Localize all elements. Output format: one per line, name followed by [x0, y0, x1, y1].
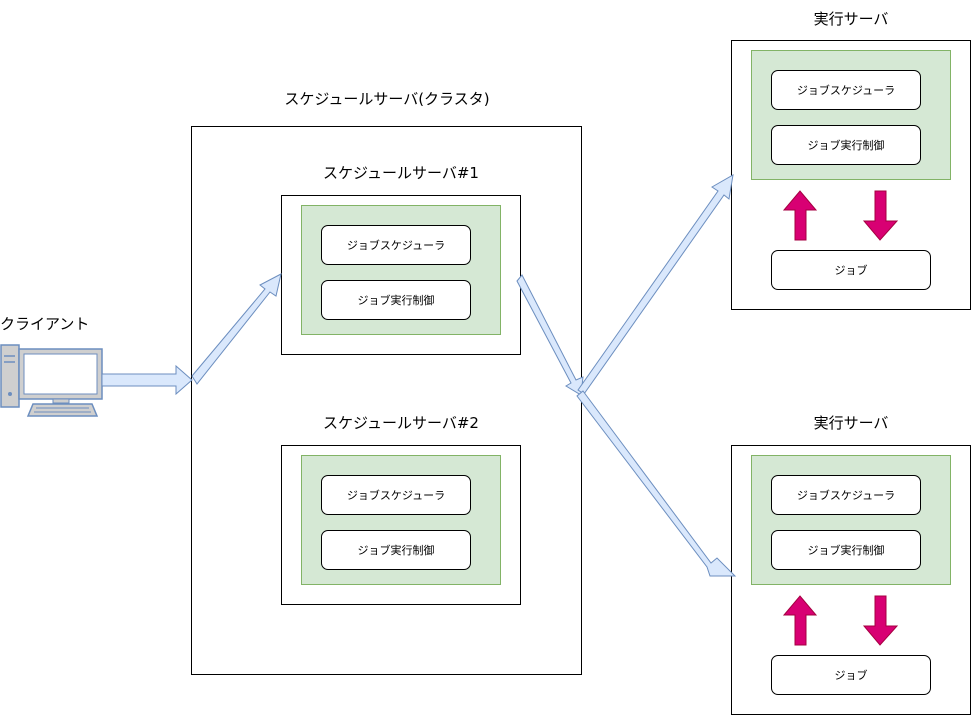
- arrow-client-to-cluster: [101, 364, 193, 396]
- arrow-up-job-exec1: [782, 190, 818, 241]
- exec2-control[interactable]: ジョブ実行制御: [771, 530, 921, 570]
- sched1-label: スケジュールサーバ#1: [323, 164, 479, 182]
- sched1-control[interactable]: ジョブ実行制御: [321, 280, 471, 320]
- exec2-scheduler[interactable]: ジョブスケジューラ: [771, 475, 921, 515]
- arrow-up-job-exec2: [782, 595, 818, 646]
- exec1-label: 実行サーバ: [813, 10, 889, 28]
- exec1-job[interactable]: ジョブ: [771, 250, 931, 290]
- arrow-sched1-to-split: [516, 274, 584, 396]
- sched2-scheduler[interactable]: ジョブスケジューラ: [321, 475, 471, 515]
- exec2-label: 実行サーバ: [813, 414, 889, 432]
- exec2-job[interactable]: ジョブ: [771, 655, 931, 695]
- exec1-scheduler[interactable]: ジョブスケジューラ: [771, 70, 921, 110]
- cluster-label: スケジュールサーバ(クラスタ): [284, 90, 490, 108]
- arrow-split-to-exec2: [576, 390, 737, 577]
- client-label: クライアント: [0, 315, 90, 333]
- arrow-cluster-to-sched1: [191, 273, 282, 385]
- arrow-down-job-exec2: [862, 595, 899, 646]
- exec1-control[interactable]: ジョブ実行制御: [771, 125, 921, 165]
- sched2-label: スケジュールサーバ#2: [323, 414, 479, 432]
- sched1-scheduler[interactable]: ジョブスケジューラ: [321, 225, 471, 265]
- computer-icon: [0, 344, 103, 417]
- arrow-split-to-exec1: [577, 174, 734, 395]
- sched2-control[interactable]: ジョブ実行制御: [321, 530, 471, 570]
- arrow-down-job-exec1: [862, 190, 899, 241]
